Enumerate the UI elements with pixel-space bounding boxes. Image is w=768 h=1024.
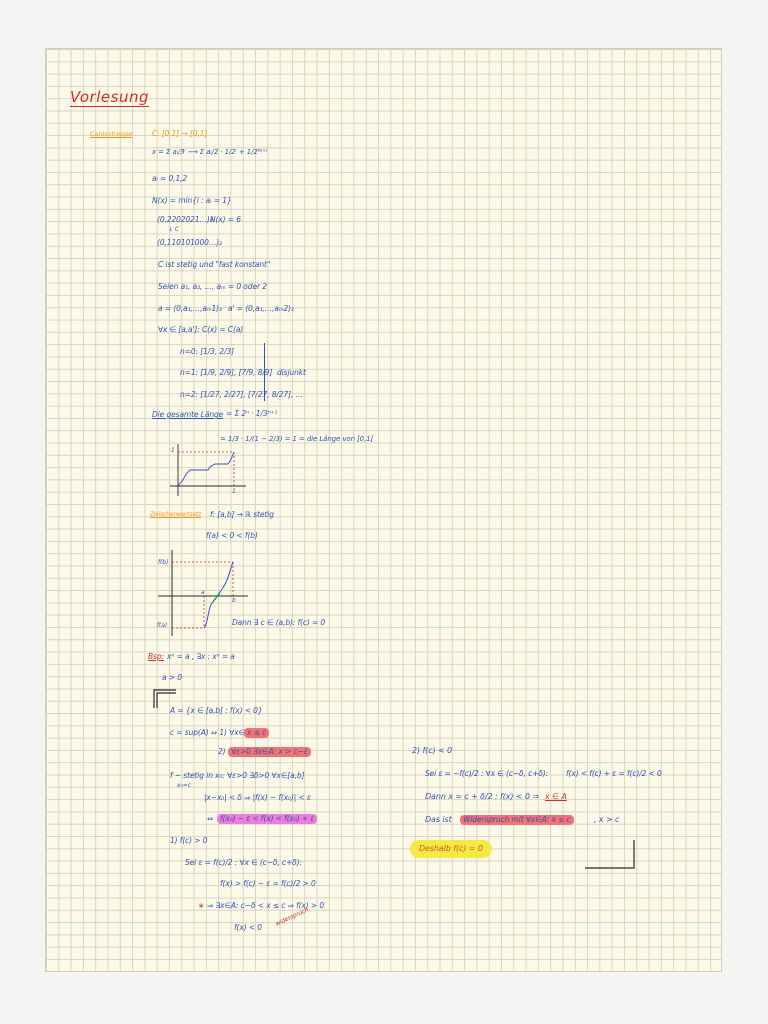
cantor-digits-assumption: Seien a₁, a₂, …, aₘ = 0 oder 2 bbox=[158, 282, 267, 291]
interval-bracket-line bbox=[264, 343, 266, 401]
case2-estimate: f(x) < f(c) + ε = f(c)/2 < 0 bbox=[566, 769, 662, 778]
case2-then-result: x ∈ A bbox=[545, 792, 567, 801]
cantor-n-definition: N(x) = min{i : aᵢ = 1} bbox=[152, 196, 232, 205]
ivt-label-fa: f(a) bbox=[157, 622, 168, 629]
sketch-staircase-curve bbox=[177, 451, 235, 487]
cantor-total-length-result: = 1/3 · 1/(1 − 2/3) = 1 = die Länge von … bbox=[220, 435, 374, 443]
cantor-example-n: N(x) = 6 bbox=[210, 215, 241, 224]
ivt-conclusion: Dann ∃ c ∈ (a,b): f(c) = 0 bbox=[232, 618, 326, 627]
proof-set-a: A = {x ∈ [a,b] : f(x) < 0} bbox=[170, 706, 263, 715]
ivt-label-b: b bbox=[232, 597, 236, 604]
ivt-label-fb: f(b) bbox=[158, 559, 169, 566]
proof-sup-condition-2: ∀ε>0 ∃x∈A: x > c−ε bbox=[228, 747, 311, 757]
cantor-total-length-sum: = Σ 2ⁿ · 1/3ⁿ⁺¹ bbox=[226, 409, 278, 418]
case1-contrast: f(x) < 0 bbox=[234, 923, 262, 932]
ivt-example-condition: a > 0 bbox=[162, 673, 182, 682]
cantor-disjoint-note: disjunkt bbox=[277, 368, 306, 377]
sketch-x-tick: 1 bbox=[232, 488, 236, 495]
proof-sup-condition-1: x ≤ c bbox=[244, 728, 270, 738]
proof-continuity-equiv-sign: ⇔ bbox=[207, 814, 214, 823]
cantor-interval-right: a' = (0,a₁,…,aₘ2)₃ bbox=[228, 304, 294, 313]
ivt-zero-crossing-segment bbox=[211, 592, 221, 604]
proof-sup-definition: c = sup(A) ⇔ 1) ∀x∈A: bbox=[170, 728, 253, 737]
ivt-example: xⁿ = a , ∃x : xⁿ = a bbox=[167, 652, 235, 661]
cantor-example-map: ↓ C bbox=[168, 226, 179, 233]
case2-title: 2) f(c) < 0 bbox=[412, 746, 452, 755]
proof-continuity-point: x₀=c bbox=[177, 782, 191, 789]
cantor-digits: aᵢ = 0,1,2 bbox=[152, 174, 188, 183]
case1-title: 1) f(c) > 0 bbox=[170, 836, 208, 845]
case1-marker: ∗ bbox=[198, 901, 205, 910]
ivt-heading: Zwischenwertsatz bbox=[150, 511, 201, 518]
cantor-map: C: [0,1] → [0,1] bbox=[152, 129, 208, 138]
cantor-interval-n1: n=1: [1/9, 2/9], [7/9, 8/9] bbox=[180, 368, 273, 377]
ivt-sign-condition: f(a) < 0 < f(b) bbox=[206, 531, 258, 540]
case2-contradiction: Widerspruch mit ∀x∈A: x ≤ c bbox=[460, 815, 574, 825]
case2-contradiction-suffix: , x > c bbox=[594, 815, 620, 824]
case2-contradiction-prefix: Das ist bbox=[425, 815, 452, 824]
proof-start-corner-mark bbox=[153, 689, 176, 708]
ivt-example-label: Bsp: bbox=[148, 652, 164, 661]
case2-then: Dann x = c + δ/2 : f(x) < 0 ⇒ bbox=[425, 792, 539, 801]
case1-consequence: ⇒ ∃x∈A: c−δ < x ≤ c ⇒ f(x) > 0 bbox=[207, 901, 325, 910]
proof-end-corner-mark bbox=[585, 840, 635, 869]
case1-epsilon: Sei ε = f(c)/2 : ∀x ∈ (c−δ, c+δ): bbox=[185, 858, 302, 867]
cantor-interval-n0: n=0: [1/3, 2/3] bbox=[180, 347, 234, 356]
page-title: Vorlesung bbox=[70, 88, 149, 107]
case1-estimate: f(x) > f(c) − ε = f(c)/2 > 0 bbox=[220, 879, 316, 888]
cantor-property: C ist stetig und "fast konstant" bbox=[158, 260, 271, 269]
cantor-interval-left: a = (0,a₁,…,aₘ1)₃ bbox=[158, 304, 222, 313]
cantor-formula: x = Σ aᵢ/3ⁱ ⟶ Σ aᵢ/2 · 1/2ⁱ + 1/2ᴺ⁽ˣ⁾ bbox=[152, 148, 268, 156]
cantor-example-ternary: (0,2202021…)₃ bbox=[157, 215, 213, 224]
cantor-total-length-label: Die gesamte Länge bbox=[152, 410, 224, 419]
proof-sup-condition-2-number: 2) bbox=[218, 747, 226, 756]
cantor-heading: Cantortreppe bbox=[90, 130, 133, 138]
ivt-label-a: a bbox=[201, 589, 205, 596]
proof-conclusion-highlight: Deshalb f(c) = 0 bbox=[410, 840, 492, 858]
proof-continuity-implication: |x−x₀| < δ ⇒ |f(x) − f(x₀)| < ε bbox=[204, 793, 311, 802]
proof-continuity: f − stetig in x₀: ∀ε>0 ∃δ>0 ∀x∈[a,b] bbox=[170, 771, 305, 780]
cantor-interval-n2: n=2: [1/27, 2/27], [7/27, 8/27], … bbox=[180, 390, 303, 399]
cantor-example-binary: (0,110101000…)₂ bbox=[157, 238, 222, 247]
ivt-sketch bbox=[158, 550, 248, 636]
case2-epsilon: Sei ε = −f(c)/2 : ∀x ∈ (c−δ, c+δ): bbox=[425, 769, 549, 778]
proof-continuity-equivalence: f(x₀) − ε < f(x) < f(x₀) + ε bbox=[217, 814, 318, 824]
cantor-constant-on-interval: ∀x ∈ [a,a']: C(x) = C(a) bbox=[158, 325, 244, 334]
cantor-staircase-sketch bbox=[170, 444, 246, 496]
grid-paper-page bbox=[45, 48, 722, 972]
ivt-hypothesis: f: [a,b] → ℝ stetig bbox=[210, 510, 274, 519]
sketch-y-tick: 1 bbox=[171, 447, 175, 454]
